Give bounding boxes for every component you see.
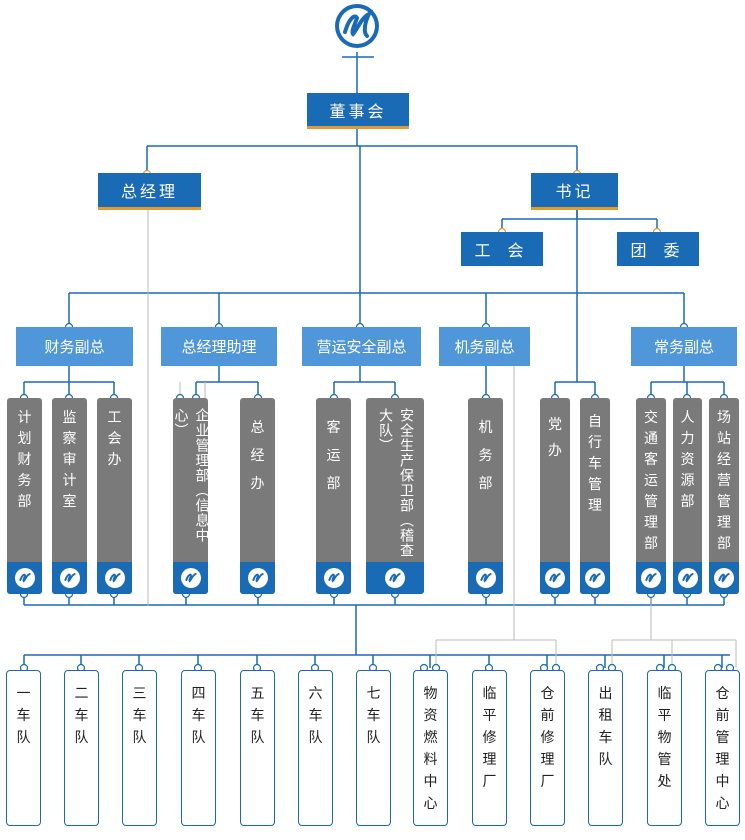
secretary-label: 书记	[555, 182, 594, 201]
unit-label: 物资燃料中心	[423, 686, 438, 812]
league-label: 团 委	[630, 241, 686, 260]
unit-column[interactable]: 仓前管理中心	[705, 670, 740, 826]
company-logo-icon	[677, 568, 698, 588]
gm-box[interactable]: 总经理	[98, 173, 201, 210]
deputy-operation-safety-box[interactable]: 营运安全副总	[302, 327, 421, 366]
unit-label: 仓前管理中心	[715, 686, 730, 812]
deputy-gm-assistant-box[interactable]: 总经理助理	[161, 327, 277, 366]
unit-column[interactable]: 临平修理厂	[472, 670, 507, 826]
dept-label: 机务部	[478, 420, 493, 492]
unit-label: 七车队	[366, 686, 381, 746]
unit-label: 四车队	[191, 686, 206, 746]
company-logo-icon	[323, 568, 344, 588]
secretary-box[interactable]: 书记	[531, 173, 618, 210]
dept-column[interactable]: 交通客运管理部	[636, 398, 666, 594]
unit-label: 一车队	[16, 686, 31, 746]
unit-label: 六车队	[308, 686, 323, 746]
dept-label: 企业管理部（信息中心）	[173, 408, 208, 543]
dept-label: 工会办	[107, 410, 122, 468]
company-logo-icon	[180, 568, 201, 588]
unit-column[interactable]: 出租车队	[588, 670, 623, 826]
unit-column[interactable]: 二车队	[64, 670, 99, 826]
dept-label: 监察审计室	[62, 410, 77, 510]
deputy-label: 常务副总	[653, 338, 714, 356]
board-label: 董事会	[329, 101, 387, 121]
dept-column[interactable]: 总经办	[240, 398, 275, 594]
league-box[interactable]: 团 委	[617, 232, 699, 266]
dept-label: 安全生产保卫部（稽查大队）	[377, 408, 414, 558]
company-logo-icon	[714, 568, 734, 588]
deputy-label: 机务副总	[454, 338, 515, 356]
unit-label: 五车队	[250, 686, 265, 746]
unit-column[interactable]: 三车队	[122, 670, 157, 826]
dept-column[interactable]: 党办	[540, 398, 570, 594]
unit-column[interactable]: 临平物管处	[647, 670, 682, 826]
unit-column[interactable]: 七车队	[356, 670, 391, 826]
dept-column[interactable]: 人力资源部	[673, 398, 702, 594]
dept-label: 总经办	[250, 420, 265, 492]
dept-column[interactable]: 客运部	[316, 398, 351, 594]
dept-column[interactable]: 监察审计室	[52, 398, 87, 594]
gm-label: 总经理	[120, 182, 178, 201]
deputy-finance-box[interactable]: 财务副总	[16, 327, 133, 366]
deputy-label: 财务副总	[44, 338, 105, 356]
company-logo-icon	[475, 568, 496, 588]
company-logo-icon	[14, 568, 35, 588]
company-logo-icon	[104, 568, 125, 588]
company-logo-icon	[585, 568, 605, 588]
unit-label: 临平物管处	[657, 686, 672, 790]
company-logo-icon	[247, 568, 268, 588]
company-logo-icon	[545, 568, 565, 588]
unit-label: 临平修理厂	[482, 686, 497, 790]
unit-label: 仓前修理厂	[540, 686, 555, 790]
unit-column[interactable]: 仓前修理厂	[530, 670, 565, 826]
dept-column[interactable]: 计划财务部	[7, 398, 42, 594]
company-logo-icon	[641, 568, 661, 588]
dept-label: 人力资源部	[680, 410, 695, 510]
dept-column[interactable]: 场站经营管理部	[709, 398, 739, 594]
unit-column[interactable]: 四车队	[181, 670, 216, 826]
dept-column[interactable]: 自行车管理	[580, 398, 610, 594]
deputy-label: 营运安全副总	[316, 338, 407, 356]
company-logo-icon	[335, 4, 379, 48]
deputy-mechanical-box[interactable]: 机务副总	[439, 327, 530, 366]
dept-column[interactable]: 企业管理部（信息中心）	[173, 398, 208, 594]
union-label: 工 会	[474, 241, 530, 260]
dept-label: 客运部	[326, 420, 341, 492]
company-logo-icon	[385, 568, 405, 588]
unit-column[interactable]: 物资燃料中心	[413, 670, 448, 826]
company-logo-icon	[59, 568, 80, 588]
unit-column[interactable]: 一车队	[6, 670, 41, 826]
deputy-executive-box[interactable]: 常务副总	[631, 327, 737, 366]
dept-label: 自行车管理	[588, 414, 602, 514]
deputy-label: 总经理助理	[181, 338, 257, 356]
unit-label: 出租车队	[598, 686, 613, 768]
dept-label: 交通客运管理部	[644, 410, 658, 552]
unit-column[interactable]: 六车队	[298, 670, 333, 826]
dept-column[interactable]: 安全生产保卫部（稽查大队）	[366, 398, 424, 594]
unit-label: 二车队	[74, 686, 89, 746]
dept-column[interactable]: 工会办	[97, 398, 132, 594]
dept-label: 场站经营管理部	[717, 410, 731, 552]
unit-column[interactable]: 五车队	[240, 670, 275, 826]
union-box[interactable]: 工 会	[461, 232, 543, 266]
unit-label: 三车队	[132, 686, 147, 746]
board-box[interactable]: 董事会	[307, 93, 409, 129]
dept-column[interactable]: 机务部	[468, 398, 503, 594]
dept-label: 党办	[548, 417, 562, 459]
dept-label: 计划财务部	[17, 410, 32, 510]
